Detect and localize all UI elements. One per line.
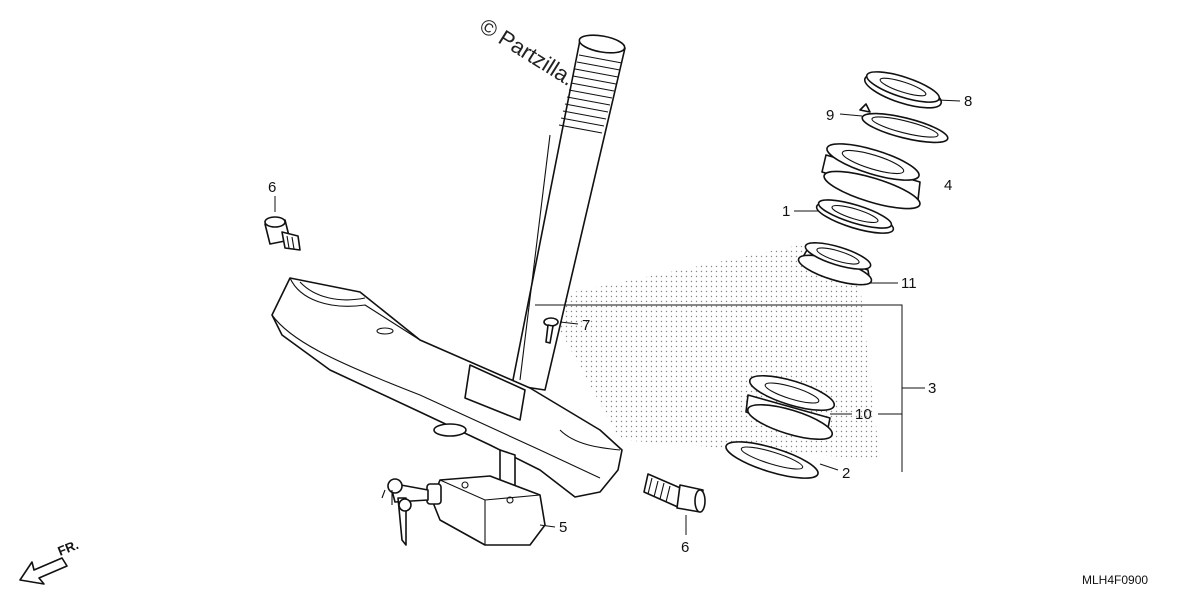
lock-washer-9 — [859, 103, 949, 144]
adjusting-nut-4 — [821, 143, 921, 210]
bolt-6-lower — [643, 473, 706, 513]
callout-11: 11 — [901, 275, 917, 292]
diagram-code: MLH4F0900 — [1082, 573, 1148, 587]
bearing-11 — [797, 242, 873, 286]
callout-10: 10 — [855, 406, 872, 423]
steering-stem — [511, 34, 626, 391]
leader-lines — [274, 99, 961, 535]
callout-6-lower: 6 — [681, 539, 689, 556]
callout-1: 1 — [782, 203, 790, 220]
front-indicator: FR. — [56, 537, 81, 559]
front-arrow: FR. — [19, 537, 81, 585]
dust-seal-2 — [725, 441, 819, 479]
ignition-switch — [426, 475, 546, 546]
callouts: 8 9 4 1 11 3 10 2 6 7 5 6 — [268, 93, 972, 556]
callout-2: 2 — [842, 465, 850, 482]
dust-seal-1 — [815, 199, 895, 234]
callout-7: 7 — [582, 317, 590, 334]
callout-4: 4 — [944, 177, 952, 194]
callout-5: 5 — [559, 519, 567, 536]
bolt-6-upper — [264, 216, 301, 251]
callout-3: 3 — [928, 380, 936, 397]
ignition-key — [381, 478, 429, 546]
callout-8: 8 — [964, 93, 972, 110]
lock-nut-8 — [863, 71, 943, 109]
callout-9: 9 — [826, 107, 834, 124]
callout-6-upper: 6 — [268, 179, 276, 196]
bearing-10 — [745, 374, 836, 441]
screw-7 — [543, 317, 559, 344]
